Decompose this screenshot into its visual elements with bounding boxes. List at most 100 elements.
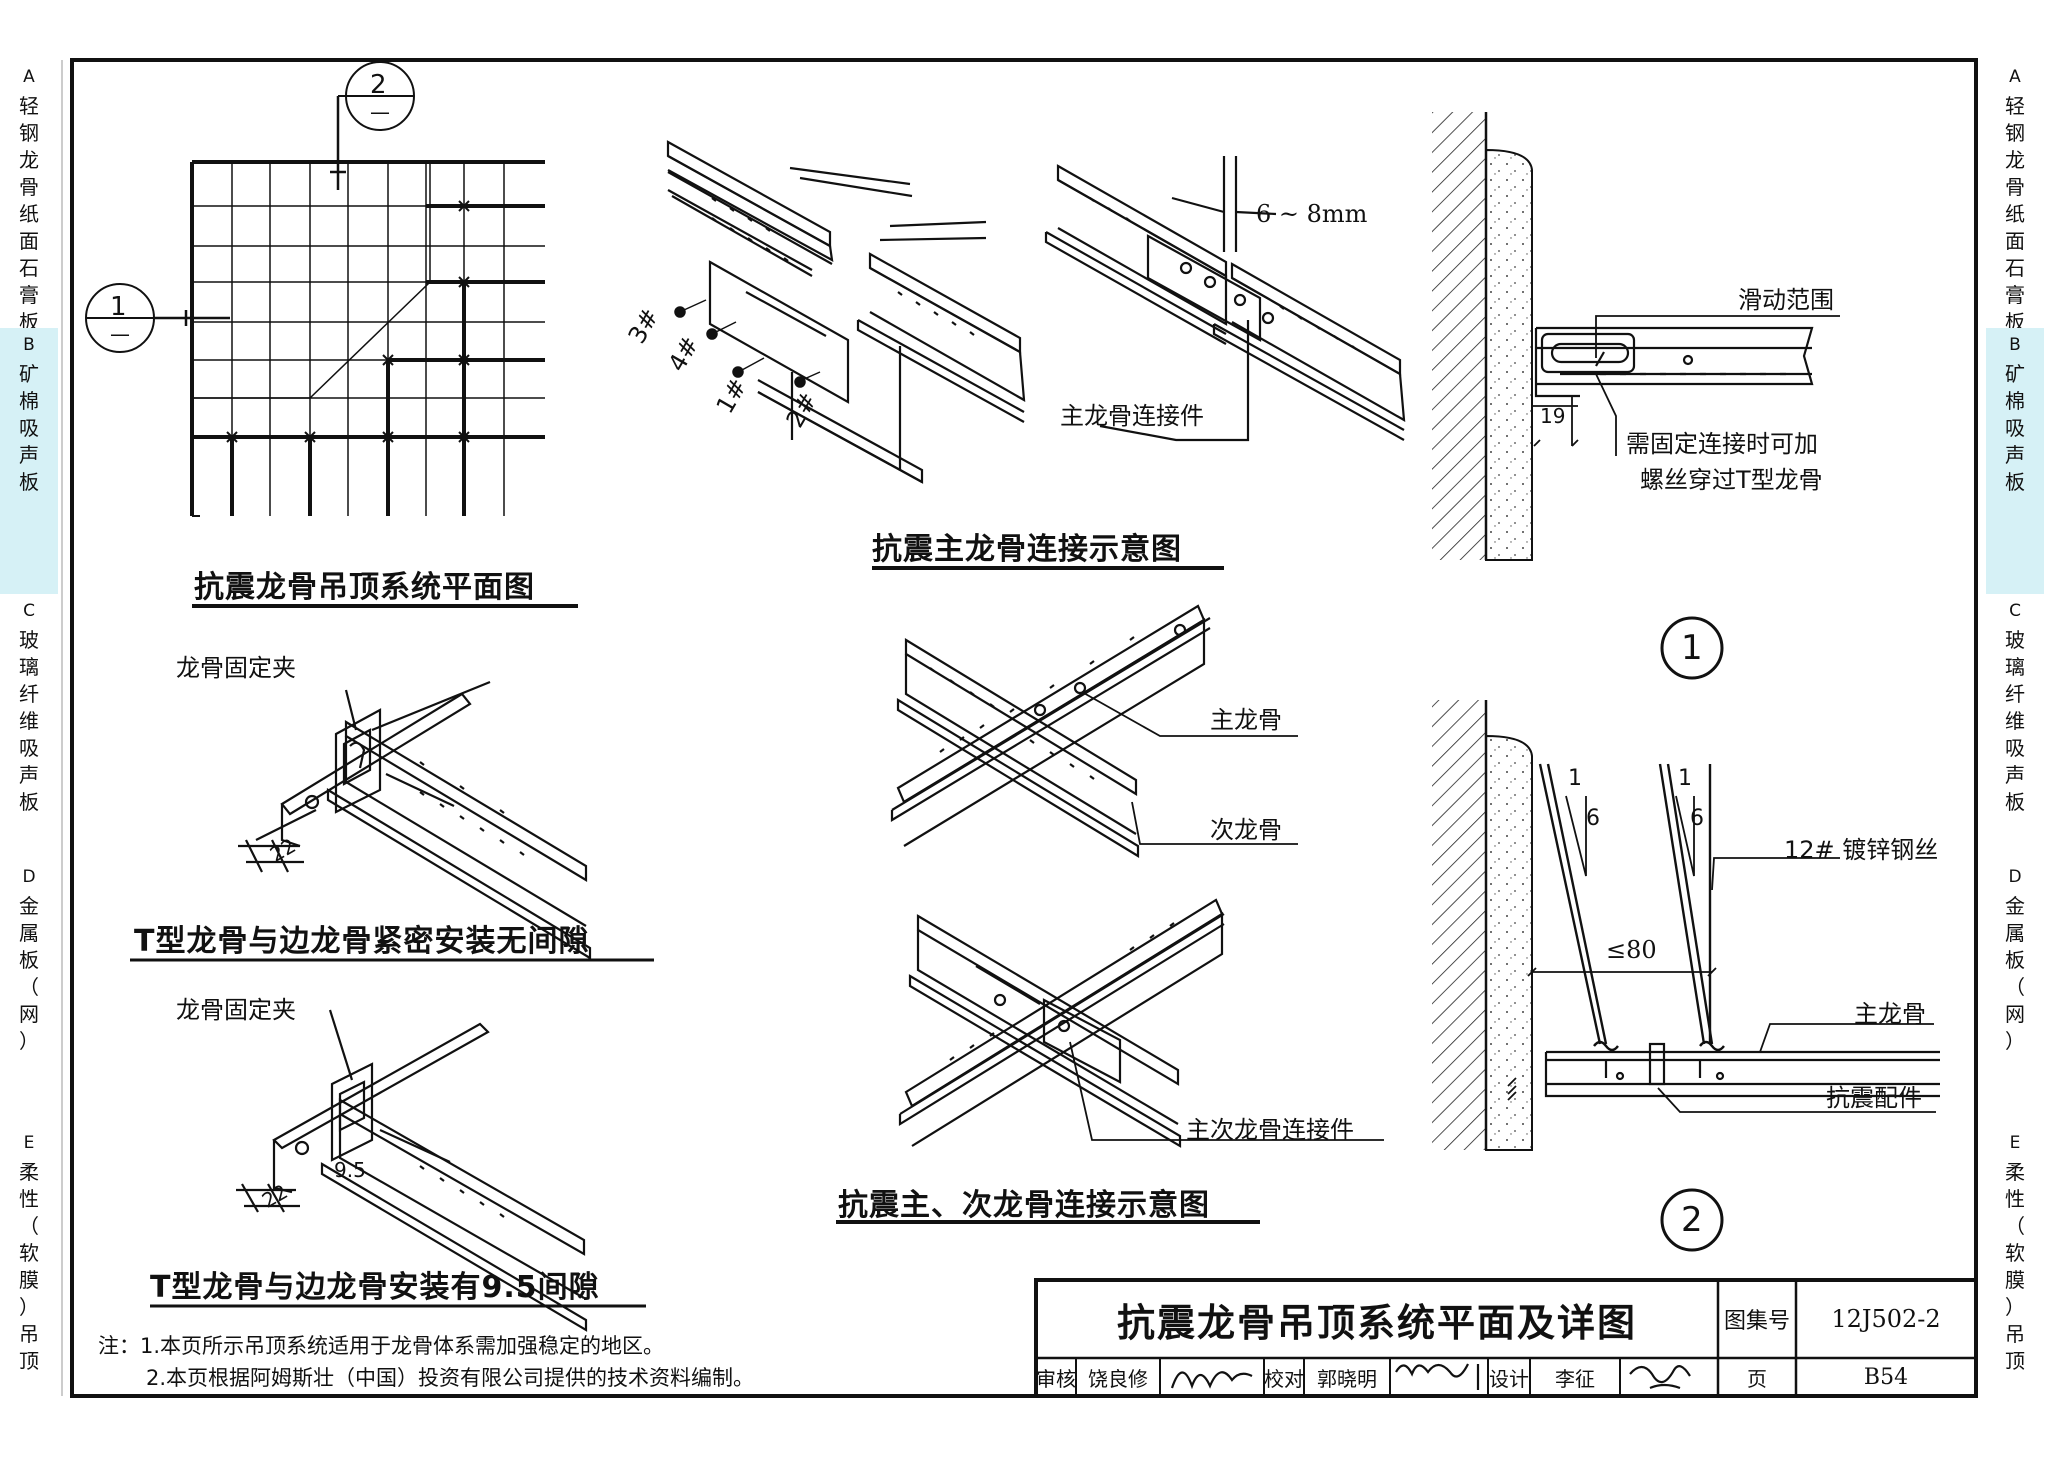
side-tab-letter: C [2009, 601, 2021, 621]
plan-marker-left-num: 1 [110, 292, 127, 322]
side-tab-label-char: 玻 [19, 628, 39, 652]
side-tab-label-char: 纤 [19, 682, 39, 706]
plan-cross-marks [226, 200, 470, 443]
side-tab-label-char: 顶 [2005, 1349, 2025, 1373]
side-tab-label-char: 骨 [2005, 175, 2025, 199]
side-tab-label-char: 网 [2005, 1002, 2025, 1026]
side-tab-label-char: 膏 [19, 283, 39, 307]
side-tab-label-char: 声 [2005, 763, 2025, 787]
side-tab-label-char: 属 [2005, 921, 2025, 945]
side-tab-letter: C [23, 601, 35, 621]
detail2-wires [1538, 763, 1725, 1052]
side-tab-label-char: 膏 [2005, 283, 2025, 307]
side-tab-label-char: 板 [19, 948, 39, 972]
page-label: 页 [1747, 1366, 1767, 1391]
detail2-marker: 2 [1681, 1200, 1703, 1240]
side-tab-label-char: 声 [19, 443, 39, 467]
detail2-slope-bottom-right: 6 [1690, 806, 1704, 831]
side-tab-label-char: ） [2005, 1295, 2025, 1319]
side-tab-label-char: 龙 [2005, 148, 2025, 172]
side-tab-label-char: 石 [2005, 256, 2025, 280]
detail2-slope-bottom-left: 6 [1586, 806, 1600, 831]
side-tab-label-char: 金 [2005, 894, 2025, 918]
sheet-frame [70, 58, 1978, 1398]
plan-marker-top-sub: — [370, 100, 390, 124]
detail2-leaders [1507, 857, 1936, 1113]
side-tab-label-char: 柔 [19, 1160, 39, 1184]
cross-main-label: 主龙骨 [1210, 706, 1282, 734]
main-connect-title: 抗震主龙骨连接示意图 [872, 532, 1182, 567]
detail1-marker: 1 [1681, 628, 1703, 668]
detail2-main-label: 主龙骨 [1854, 1000, 1926, 1028]
review-label: 审核 [1036, 1366, 1076, 1391]
detail2-distance: ≤80 [1606, 936, 1657, 964]
detail2-wall [1432, 700, 1533, 1151]
side-tab-label-char: ） [2005, 1029, 2025, 1053]
side-tab-letter: B [2009, 335, 2021, 355]
side-tab-label-char: 膜 [19, 1268, 39, 1292]
main-connect-screws [674, 299, 821, 388]
side-tab-label-char: 璃 [2005, 655, 2025, 679]
side-tab-label-char: 钢 [2005, 121, 2025, 145]
side-tab-label-char: 性 [2005, 1187, 2025, 1211]
side-tab-label-char: 轻 [19, 94, 39, 118]
detail2-slope-top-right: 1 [1678, 766, 1692, 791]
page-number: B54 [1863, 1364, 1909, 1390]
t-tight-title: T型龙骨与边龙骨紧密安装无间隙 [134, 924, 590, 959]
cross-secondary-label: 次龙骨 [1210, 816, 1282, 844]
side-tab-label-char: 声 [19, 763, 39, 787]
check-label: 校对 [1264, 1366, 1304, 1391]
side-tab-label-char: 矿 [19, 362, 39, 386]
detail1-note-line1: 需固定连接时可加 [1626, 430, 1818, 458]
side-tab-label-char: 棉 [2005, 389, 2025, 413]
notes: 注：1.本页所示吊顶系统适用于龙骨体系需加强稳定的地区。 2.本页根据阿姆斯壮（… [98, 1330, 754, 1394]
side-tab-label-char: 膜 [2005, 1268, 2025, 1292]
t-tight-drawing [238, 680, 592, 960]
detail2-runner [1544, 1042, 1940, 1098]
detail2-marker-circle [1660, 1188, 1724, 1252]
signature-designer [1629, 1365, 1691, 1390]
side-tab-label-char: 棉 [19, 389, 39, 413]
side-tab-label-char: 维 [2005, 709, 2025, 733]
cross-leaders [1069, 691, 1384, 1141]
side-tab-label-char: 板 [19, 790, 39, 814]
side-tab-label-char: 吊 [2005, 1322, 2025, 1346]
main-connect-connector-label: 主龙骨连接件 [1060, 402, 1204, 430]
detail1-leaders [1531, 315, 1840, 456]
side-tab-label-char: ） [19, 1029, 39, 1053]
note-line-2: 2.本页根据阿姆斯壮（中国）投资有限公司提供的技术资料编制。 [146, 1366, 755, 1390]
side-tab-label-char: 性 [19, 1187, 39, 1211]
side-tab-label-char: 面 [19, 229, 39, 253]
plan-section-markers [85, 61, 415, 353]
side-tab-letter: D [22, 867, 36, 887]
side-tab-label-char: 声 [2005, 443, 2025, 467]
side-tab-label-char: 纤 [2005, 682, 2025, 706]
side-tab-label-char: 维 [19, 709, 39, 733]
main-connect-view-b [1044, 156, 1406, 442]
t-gap-title: T型龙骨与边龙骨安装有9.5间隙 [150, 1270, 600, 1305]
designer-name: 李征 [1555, 1366, 1595, 1391]
detail1-note-line2: 螺丝穿过T型龙骨 [1640, 466, 1823, 494]
detail1-runner [1534, 326, 1814, 398]
detail1-dimension: 19 [1540, 404, 1566, 428]
side-tab-letter: D [2008, 867, 2022, 887]
side-tab-letter: B [23, 335, 35, 355]
side-tab-label-char: 面 [2005, 229, 2025, 253]
side-tab-label-char: 吸 [2005, 416, 2025, 440]
plan-title: 抗震龙骨吊顶系统平面图 [194, 570, 535, 605]
side-tab-label-char: 骨 [19, 175, 39, 199]
side-tab-label-char: 纸 [19, 202, 39, 226]
t-tight-clip-label: 龙骨固定夹 [176, 654, 296, 682]
side-tab-letter: A [23, 67, 35, 87]
